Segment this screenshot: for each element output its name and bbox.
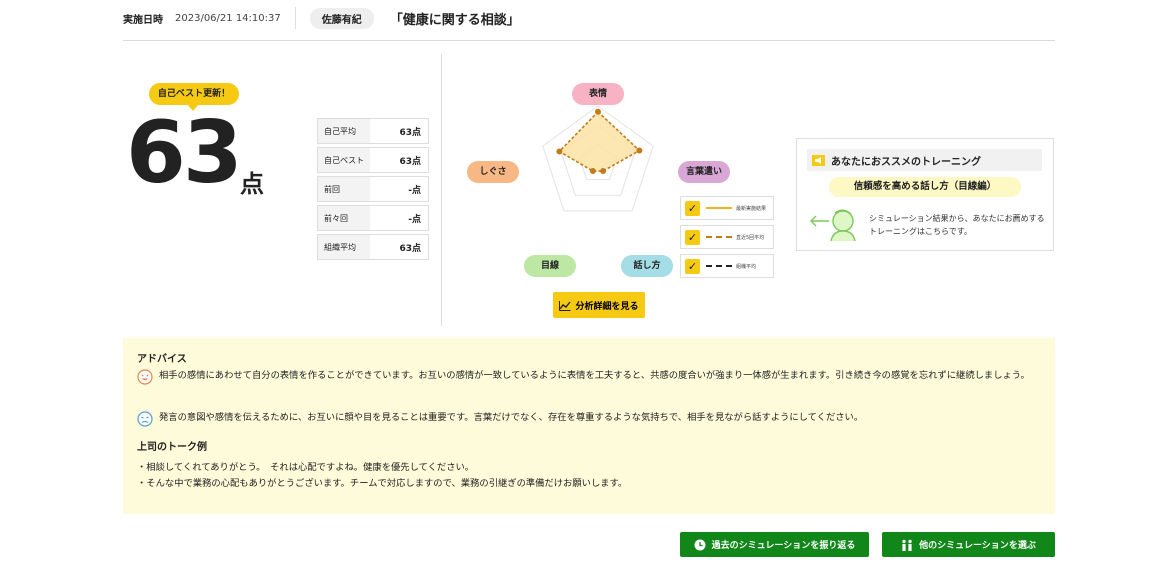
legend-solid-line	[706, 207, 732, 209]
radar-chart	[542, 105, 654, 212]
axis-label-eye-contact: 目線	[524, 255, 576, 277]
date-label: 実施日時	[123, 14, 163, 26]
recommended-training-title: あなたにおススメのトレーニング	[831, 156, 981, 168]
recommended-training-header: あなたにおススメのトレーニング	[807, 149, 1042, 171]
stat-label: 前回	[318, 177, 370, 201]
page-title: 「健康に関する相談」	[389, 12, 520, 28]
radar-point-2	[600, 168, 607, 175]
choose-other-simulation-label: 他のシミュレーションを選ぶ	[919, 541, 1036, 551]
legend-toggle-org-average[interactable]: ✓ 組織平均	[680, 254, 774, 278]
recommended-training-card[interactable]: あなたにおススメのトレーニング 信頼感を高める話し方（目線編） シミュレーション…	[796, 138, 1054, 251]
review-past-simulations-button[interactable]: 過去のシミュレーションを振り返る	[680, 532, 869, 557]
person-eye-contact-icon	[810, 209, 856, 241]
stat-row-previous: 前回 -点	[317, 176, 429, 202]
date-value: 2023/06/21 14:10:37	[175, 12, 281, 24]
talk-example-line: ・そんな中で業務の心配もありがとうございます。チームで対応しますので、業務の引継…	[137, 478, 628, 489]
axis-label-wording: 言葉遣い	[678, 161, 730, 183]
stat-value: 63点	[399, 243, 421, 254]
radar-grid-ring	[542, 105, 654, 212]
recommended-training-link[interactable]: 信頼感を高める話し方（目線編）	[829, 177, 1021, 197]
legend-toggle-latest[interactable]: ✓ 最新実施結果	[680, 196, 774, 220]
review-past-simulations-label: 過去のシミュレーションを振り返る	[711, 541, 856, 551]
recommended-training-description: シミュレーション結果から、あなたにお薦めするトレーニングはこちらです。	[869, 214, 1045, 236]
stat-value: 63点	[399, 156, 421, 167]
legend-label: 組織平均	[736, 263, 757, 270]
radar-series-latest	[558, 110, 641, 172]
score-unit: 点	[240, 170, 264, 198]
header-bar: 実施日時 2023/06/21 14:10:37 佐藤有紀 「健康に関する相談」	[123, 6, 1055, 30]
stat-value: -点	[408, 185, 421, 196]
stat-label: 自己平均	[318, 119, 370, 143]
user-badge: 佐藤有紀	[309, 7, 374, 29]
axis-label-gesture: しぐさ	[467, 161, 519, 183]
axis-label-speaking: 話し方	[621, 255, 673, 277]
radar-point-3	[589, 168, 596, 175]
advice-item: 発言の意図や感情を伝えるために、お互いに顔や目を見ることは重要です。言葉だけでな…	[137, 410, 1049, 427]
choose-other-simulation-button[interactable]: 他のシミュレーションを選ぶ	[882, 532, 1055, 557]
talk-example-line: ・相談してくれてありがとう。 それは心配ですよね。健康を優先してください。	[137, 462, 475, 473]
axis-label-expression: 表情	[572, 83, 624, 105]
advice-text: 発言の意図や感情を伝えるために、お互いに顔や目を見ることは重要です。言葉だけでな…	[159, 412, 864, 423]
personal-best-badge: 自己ベスト更新！	[149, 83, 239, 111]
radar-point-0	[595, 108, 601, 115]
advice-text: 相手の感情にあわせて自分の表情を作ることができています。お互いの感情が一致してい…	[159, 370, 1030, 381]
advice-title: アドバイス	[137, 354, 187, 365]
radar-point-1	[636, 147, 643, 154]
stat-row-self-average: 自己平均 63点	[317, 118, 429, 144]
legend-label: 直近5回平均	[736, 234, 765, 241]
radar-point-4	[556, 148, 563, 155]
legend-dashed-line	[706, 265, 732, 267]
analysis-detail-label: 分析詳細を見る	[575, 301, 639, 312]
stat-label: 前々回	[318, 206, 370, 230]
score-stats-table: 自己平均 63点 自己ベスト 63点 前回 -点 前々回 -点 組織平均 63点	[317, 118, 429, 263]
chart-line-icon	[559, 300, 572, 311]
stat-row-self-best: 自己ベスト 63点	[317, 147, 429, 173]
clock-icon	[694, 539, 706, 550]
advice-panel: アドバイス 相手の感情にあわせて自分の表情を作ることができています。お互いの感情…	[123, 338, 1055, 514]
header-divider-line	[123, 40, 1055, 41]
checkbox-checked-icon[interactable]: ✓	[685, 258, 700, 274]
people-icon	[902, 539, 912, 551]
stat-value: 63点	[399, 127, 421, 138]
legend-toggle-recent-average[interactable]: ✓ 直近5回平均	[680, 225, 774, 249]
stat-label: 組織平均	[318, 235, 370, 259]
radar-legend: ✓ 最新実施結果 ✓ 直近5回平均 ✓ 組織平均	[680, 196, 774, 283]
stat-row-before-previous: 前々回 -点	[317, 205, 429, 231]
advice-item: 相手の感情にあわせて自分の表情を作ることができています。お互いの感情が一致してい…	[137, 368, 1049, 385]
checkbox-checked-icon[interactable]: ✓	[685, 229, 700, 245]
checkbox-checked-icon[interactable]: ✓	[685, 200, 700, 216]
talk-example-title: 上司のトーク例	[137, 442, 207, 453]
total-score: 63	[126, 103, 243, 203]
stat-label: 自己ベスト	[318, 148, 370, 172]
sad-face-icon	[137, 411, 153, 427]
legend-dashed-line	[706, 236, 732, 238]
header-divider	[294, 7, 296, 29]
megaphone-icon	[812, 154, 825, 166]
stat-row-org-average: 組織平均 63点	[317, 234, 429, 260]
stat-value: -点	[408, 214, 421, 225]
legend-label: 最新実施結果	[736, 205, 767, 212]
happy-face-icon	[137, 369, 153, 385]
analysis-detail-button[interactable]: 分析詳細を見る	[553, 292, 645, 318]
section-divider	[441, 54, 442, 326]
